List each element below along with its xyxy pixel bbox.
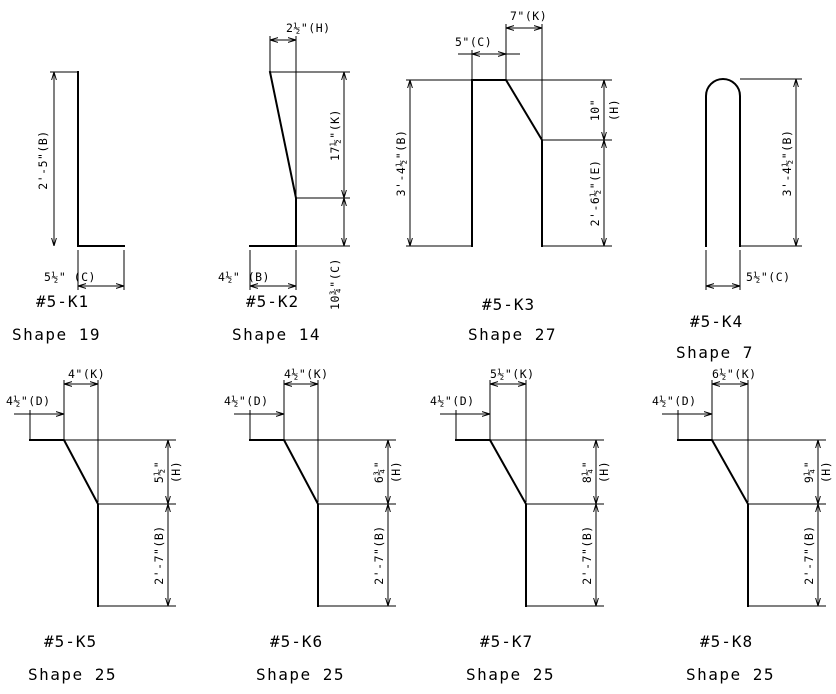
panel-5-k4: 3'-4½"(B) 5½"(C) #5-K4 Shape 7: [676, 78, 802, 362]
dim-label-d: 4½"(D): [430, 394, 475, 408]
dim-label-h-value: 10": [588, 99, 602, 121]
bar-shape-25: [677, 439, 749, 607]
bar-shape-19: [77, 71, 125, 247]
bar-mark: #5-K4: [690, 312, 743, 331]
bar-shape-7: [705, 78, 741, 247]
dim-label-b: 4½" (B): [218, 270, 270, 284]
dim-label-k: 17½"(K): [328, 109, 342, 161]
shape-label: Shape 25: [466, 665, 555, 684]
dim-label-h: (H): [169, 461, 183, 483]
panel-5-k8: 6½"(K) 4½"(D) 9¼" (H) 2'-7"(B) #5-K8 Sha…: [652, 367, 833, 684]
dimension-lines: [50, 71, 125, 290]
bar-mark: #5-K8: [700, 632, 753, 651]
dim-label-h: (H): [819, 461, 833, 483]
dim-label-c: 10¾"(C): [328, 258, 342, 310]
panel-5-k7: 5½"(K) 4½"(D) 8¼" (H) 2'-7"(B) #5-K7 Sha…: [430, 367, 611, 684]
shape-label: Shape 7: [676, 343, 754, 362]
dim-label-h-value: 6¾": [372, 461, 386, 483]
dim-label-d: 4½"(D): [6, 394, 51, 408]
bar-mark: #5-K2: [246, 292, 299, 311]
bar-shape-27: [471, 79, 543, 247]
dim-label-b: 2'-5"(B): [36, 130, 50, 189]
dim-label-h-value: 9¼": [802, 461, 816, 483]
dimension-lines: [705, 78, 802, 290]
dim-label-b: 2'-7"(B): [372, 525, 386, 584]
dim-label-e: 2'-6½"(E): [588, 160, 602, 227]
panel-5-k3: 7"(K) 5"(C) 10" (H) 3'-4½"(B) 2'-6½"(E) …: [394, 9, 621, 344]
bar-shape-25: [455, 439, 527, 607]
shape-label: Shape 27: [468, 325, 557, 344]
panel-5-k5: 4"(K) 4½"(D) 5½" (H) 2'-7"(B) #5-K5 Shap…: [6, 367, 183, 684]
dim-label-c: 5½" (C): [44, 270, 96, 284]
dimension-lines: [234, 380, 396, 607]
dimension-lines: [406, 24, 612, 247]
bar-mark: #5-K5: [44, 632, 97, 651]
dim-label-h: (H): [607, 99, 621, 121]
dim-label-c: 5"(C): [455, 35, 492, 49]
dim-label-h: 2½"(H): [286, 21, 331, 35]
shape-label: Shape 25: [256, 665, 345, 684]
dim-label-k: 4"(K): [68, 367, 105, 381]
dimension-lines: [440, 380, 604, 607]
bar-mark: #5-K3: [482, 295, 535, 314]
shape-label: Shape 25: [686, 665, 775, 684]
dim-label-h: (H): [389, 461, 403, 483]
shape-label: Shape 19: [12, 325, 101, 344]
panel-5-k6: 4½"(K) 4½"(D) 6¾" (H) 2'-7"(B) #5-K6 Sha…: [224, 367, 403, 684]
dim-label-b: 2'-7"(B): [580, 525, 594, 584]
shape-label: Shape 14: [232, 325, 321, 344]
panel-5-k1: 2'-5"(B) 5½" (C) #5-K1 Shape 19: [12, 71, 125, 344]
panel-5-k2: 2½"(H) 17½"(K) 4½" (B) 10¾"(C) #5-K2 Sha…: [218, 21, 350, 344]
shape-label: Shape 25: [28, 665, 117, 684]
dim-label-b: 3'-4½"(B): [394, 130, 408, 197]
bar-mark: #5-K1: [36, 292, 89, 311]
dim-label-h: (H): [597, 461, 611, 483]
dim-label-h-value: 5½": [152, 461, 166, 483]
dim-label-k: 4½"(K): [284, 367, 329, 381]
dimension-lines: [662, 380, 826, 607]
dim-label-k: 6½"(K): [712, 367, 757, 381]
dim-label-d: 4½"(D): [224, 394, 269, 408]
bar-shape-25: [29, 439, 99, 607]
dim-label-b: 2'-7"(B): [802, 525, 816, 584]
bar-mark: #5-K7: [480, 632, 533, 651]
bar-shape-25: [249, 439, 319, 607]
dim-label-b: 2'-7"(B): [152, 525, 166, 584]
dim-label-k: 7"(K): [510, 9, 547, 23]
dimension-lines: [249, 36, 350, 290]
dim-label-k: 5½"(K): [490, 367, 535, 381]
dim-label-c: 5½"(C): [746, 270, 791, 284]
dim-label-b: 3'-4½"(B): [780, 130, 794, 197]
bar-mark: #5-K6: [270, 632, 323, 651]
dim-label-d: 4½"(D): [652, 394, 697, 408]
bar-shape-14: [249, 70, 297, 247]
dim-label-h-value: 8¼": [580, 461, 594, 483]
dimension-lines: [14, 380, 176, 607]
